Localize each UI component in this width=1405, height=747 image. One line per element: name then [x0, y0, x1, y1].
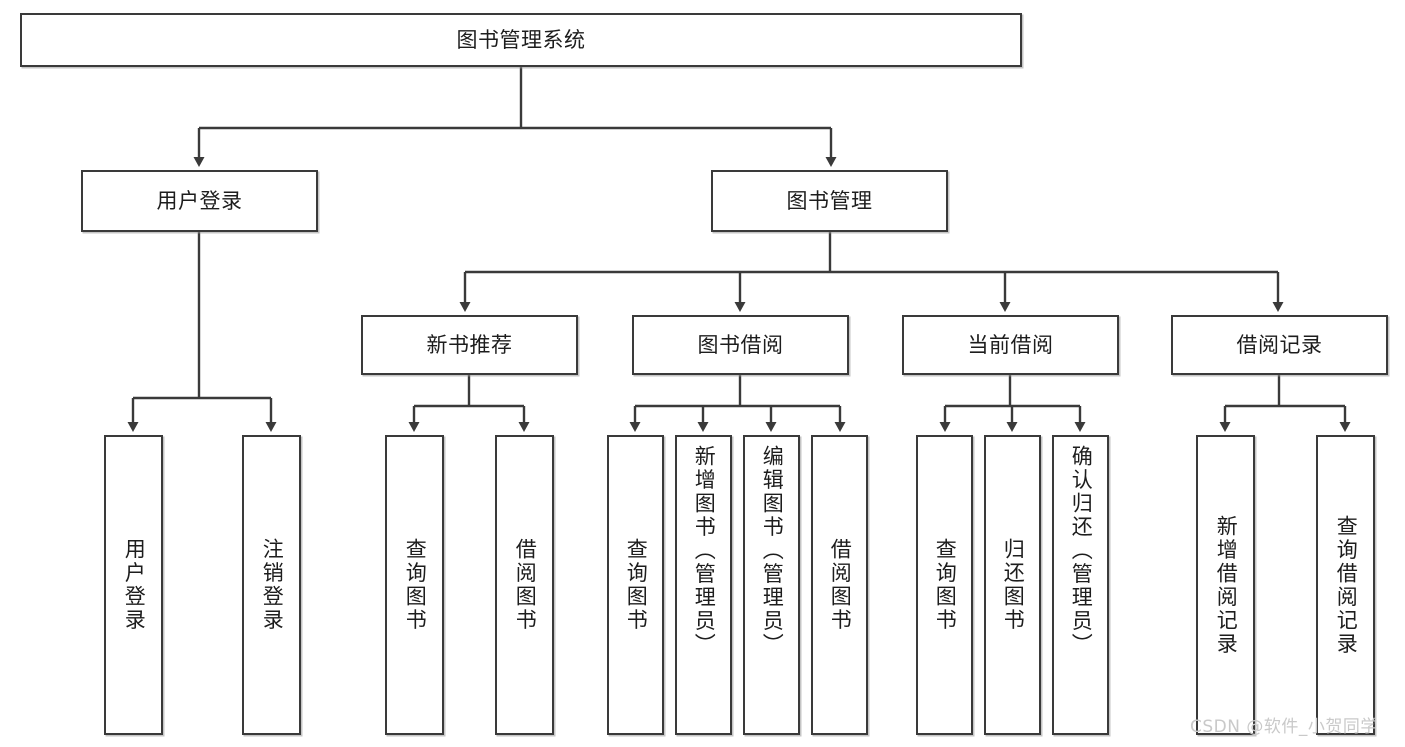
leaf-current-query-book[interactable]: 查询图书	[916, 435, 973, 735]
node-borrow-records[interactable]: 借阅记录	[1171, 315, 1388, 375]
leaf-current-return-book[interactable]: 归还图书	[984, 435, 1041, 735]
leaf-recommend-query-book[interactable]: 查询图书	[385, 435, 444, 735]
node-user-login-label: 用户登录	[156, 188, 243, 213]
node-book-borrow[interactable]: 图书借阅	[632, 315, 849, 375]
node-new-book-recommend[interactable]: 新书推荐	[361, 315, 578, 375]
leaf-borrow-edit-book[interactable]: 编辑图书（管理员）	[743, 435, 800, 735]
leaf-borrow-add-book-label: 新增图书（管理员）	[692, 445, 717, 657]
node-book-management-label: 图书管理	[786, 188, 873, 213]
leaf-recommend-borrow-book[interactable]: 借阅图书	[495, 435, 554, 735]
leaf-records-query-record[interactable]: 查询借阅记录	[1316, 435, 1375, 735]
node-current-borrow-label: 当前借阅	[967, 332, 1054, 357]
node-book-borrow-label: 图书借阅	[697, 332, 784, 357]
node-root-label: 图书管理系统	[456, 27, 586, 52]
leaf-records-add-record[interactable]: 新增借阅记录	[1196, 435, 1255, 735]
leaf-borrow-borrow-book[interactable]: 借阅图书	[811, 435, 868, 735]
leaf-user-login-login-label: 用户登录	[122, 538, 147, 632]
leaf-recommend-borrow-book-label: 借阅图书	[513, 538, 538, 632]
leaf-user-login-logout-label: 注销登录	[260, 538, 285, 632]
leaf-current-confirm-return[interactable]: 确认归还（管理员）	[1052, 435, 1109, 735]
node-root[interactable]: 图书管理系统	[20, 13, 1022, 67]
node-new-book-recommend-label: 新书推荐	[426, 332, 513, 357]
leaf-current-return-book-label: 归还图书	[1001, 538, 1026, 632]
leaf-records-query-record-label: 查询借阅记录	[1334, 514, 1359, 656]
leaf-recommend-query-book-label: 查询图书	[403, 538, 428, 632]
leaf-borrow-query-book[interactable]: 查询图书	[607, 435, 664, 735]
node-book-management[interactable]: 图书管理	[711, 170, 948, 232]
node-user-login[interactable]: 用户登录	[81, 170, 318, 232]
leaf-borrow-borrow-book-label: 借阅图书	[828, 538, 853, 632]
leaf-current-confirm-return-label: 确认归还（管理员）	[1069, 445, 1094, 657]
csdn-watermark: CSDN @软件_小贺同学	[1190, 717, 1378, 737]
leaf-borrow-add-book[interactable]: 新增图书（管理员）	[675, 435, 732, 735]
leaf-user-login-login[interactable]: 用户登录	[104, 435, 163, 735]
leaf-user-login-logout[interactable]: 注销登录	[242, 435, 301, 735]
node-current-borrow[interactable]: 当前借阅	[902, 315, 1119, 375]
leaf-borrow-query-book-label: 查询图书	[624, 538, 649, 632]
node-borrow-records-label: 借阅记录	[1236, 332, 1323, 357]
leaf-current-query-book-label: 查询图书	[933, 538, 958, 632]
leaf-records-add-record-label: 新增借阅记录	[1214, 514, 1239, 656]
leaf-borrow-edit-book-label: 编辑图书（管理员）	[760, 445, 785, 657]
